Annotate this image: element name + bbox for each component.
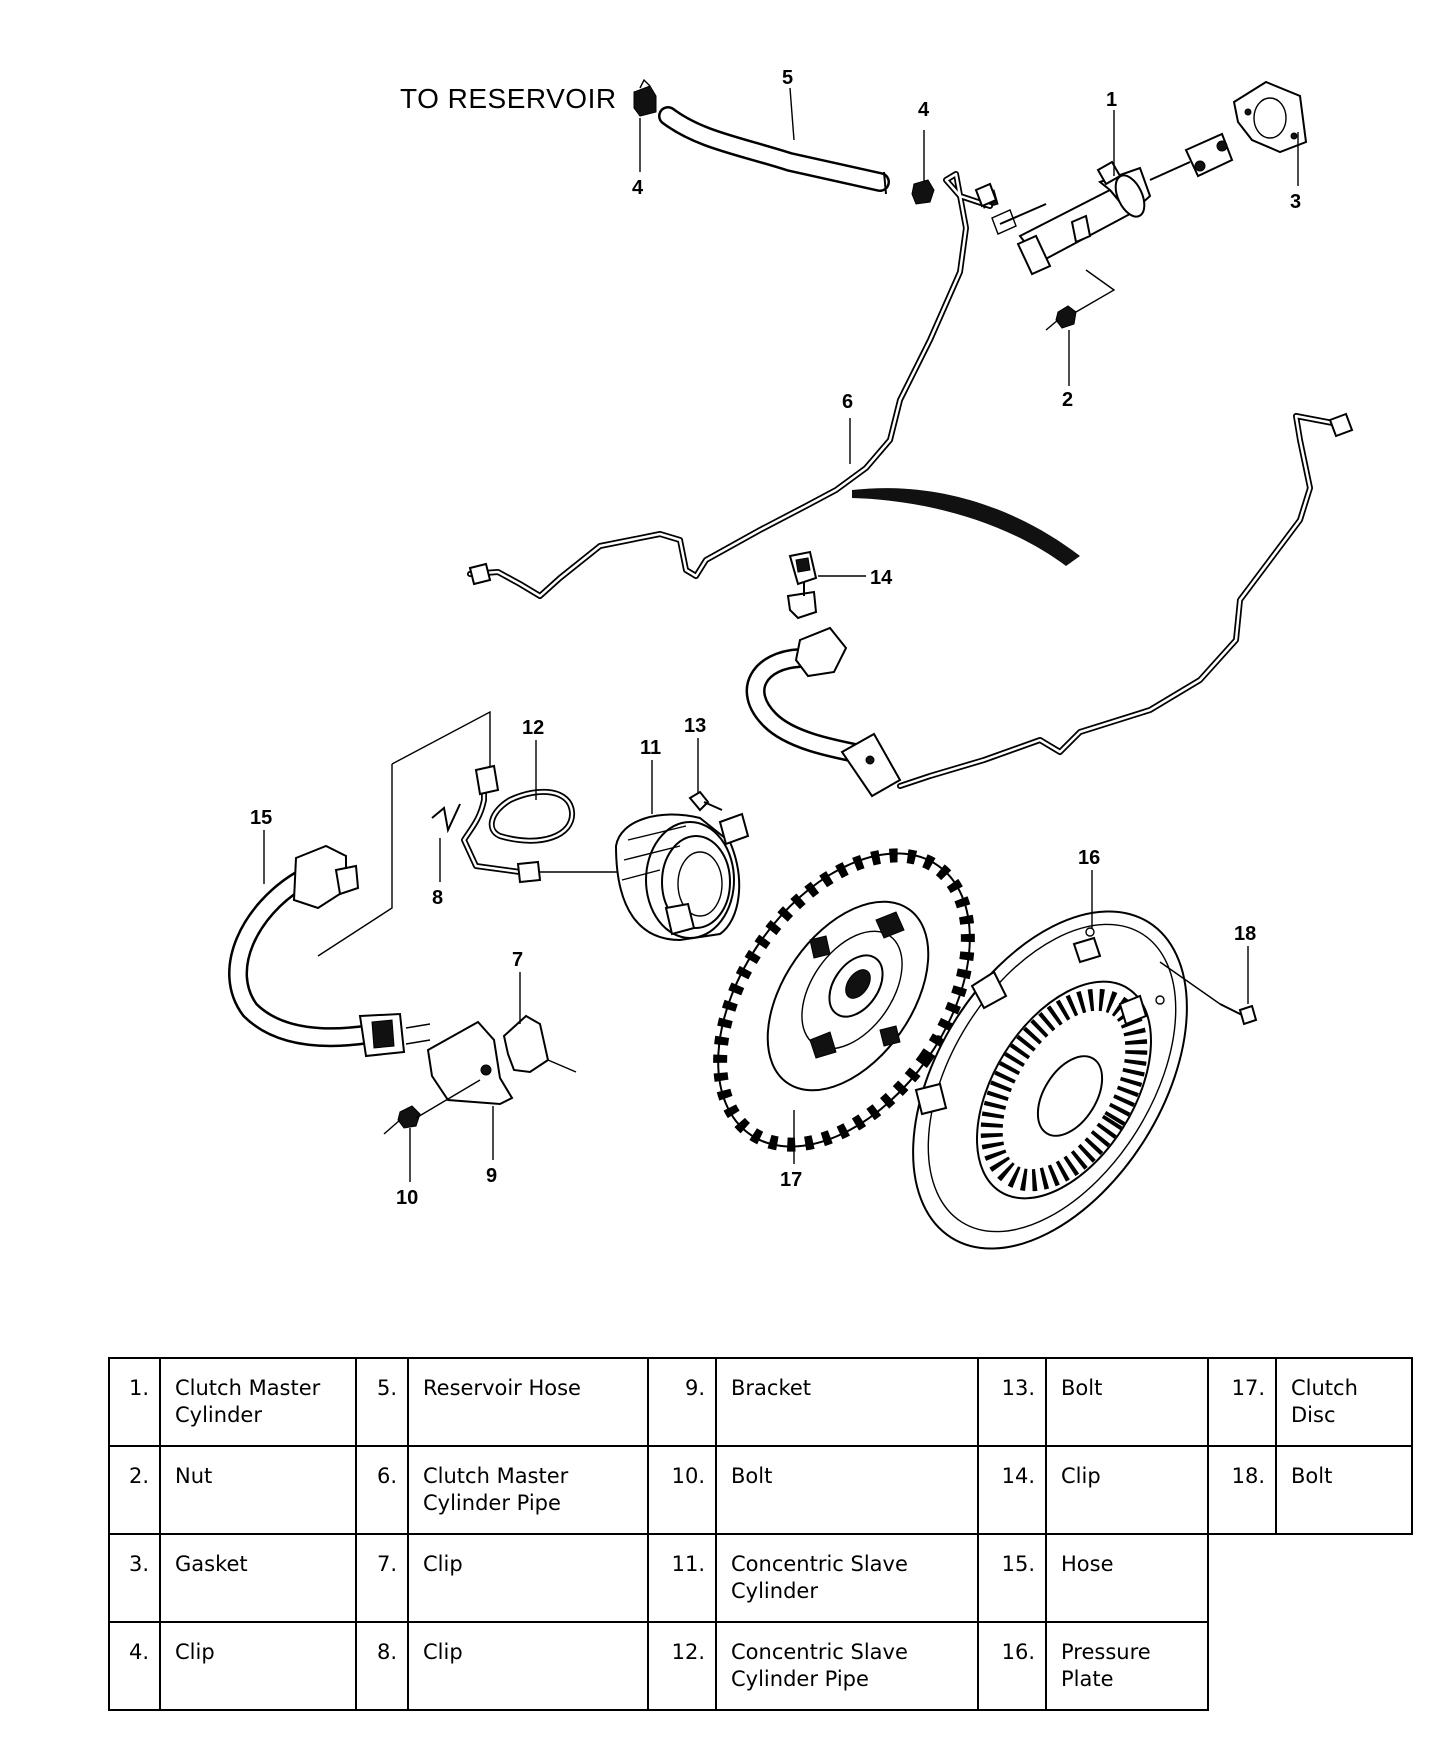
legend-number: 7. [355, 1533, 409, 1623]
legend-number: 9. [647, 1357, 717, 1447]
reservoir-label: TO RESERVOIR [400, 83, 617, 114]
slave-hose-upper [745, 626, 902, 798]
gasket [1232, 80, 1308, 154]
exploded-clutch-diagram: TO RESERVOIR [228, 67, 1354, 1250]
callout-4-lower: 4 [632, 177, 644, 199]
legend-part-name: Nut [159, 1445, 357, 1535]
legend-empty [1208, 1622, 1412, 1710]
callout-6: 6 [842, 391, 853, 413]
legend-part-name: Bolt [715, 1445, 979, 1535]
clutch-disc [713, 848, 975, 1152]
legend-part-name: Clip [159, 1621, 357, 1711]
callout-14: 14 [870, 567, 893, 589]
concentric-slave-cylinder-pipe [461, 764, 620, 884]
callout-5: 5 [782, 67, 793, 89]
legend-part-name: Reservoir Hose [407, 1357, 649, 1447]
legend-row: 2. Nut 6. Clutch Master Cylinder Pipe 10… [108, 1445, 1413, 1535]
legend-part-name: Clip [407, 1621, 649, 1711]
callout-10: 10 [396, 1187, 418, 1209]
callout-1: 1 [1106, 89, 1117, 111]
callout-12: 12 [522, 717, 544, 739]
hose [228, 844, 431, 1058]
legend-number: 6. [355, 1445, 409, 1535]
legend-part-name: Clutch Disc [1275, 1357, 1413, 1447]
callout-4-upper: 4 [918, 99, 930, 121]
callout-8: 8 [432, 887, 443, 909]
legend-part-name: Clutch Master Cylinder Pipe [407, 1445, 649, 1535]
pipe-clip [786, 550, 818, 620]
legend-number: 18. [1207, 1445, 1277, 1535]
legend-number: 10. [647, 1445, 717, 1535]
legend-part-name: Concentric Slave Cylinder Pipe [715, 1621, 979, 1711]
clutch-master-cylinder-pipe [467, 171, 998, 599]
pressure-plate [912, 910, 1188, 1250]
legend-empty [1208, 1534, 1412, 1622]
legend-number: 13. [977, 1357, 1047, 1447]
wire-clip [431, 803, 461, 834]
legend-number: 4. [108, 1621, 161, 1711]
callout-11: 11 [640, 737, 661, 759]
clip-and-bracket [426, 1014, 577, 1106]
concentric-slave-cylinder [614, 812, 750, 942]
hose-clip-upper [911, 179, 935, 205]
legend-number: 3. [108, 1533, 161, 1623]
legend-number: 8. [355, 1621, 409, 1711]
legend-part-name: Clip [1045, 1445, 1209, 1535]
legend-part-name: Bolt [1275, 1445, 1413, 1535]
legend-row: 4. Clip 8. Clip 12. Concentric Slave Cyl… [108, 1621, 1412, 1711]
legend-number: 12. [647, 1621, 717, 1711]
slave-cylinder-feed-pipe [897, 412, 1354, 789]
legend-row: 1. Clutch Master Cylinder 5. Reservoir H… [108, 1357, 1413, 1447]
callout-7: 7 [512, 949, 523, 971]
slave-cylinder-bolt [688, 790, 723, 812]
pressure-plate-bolt [1159, 961, 1258, 1026]
callout-numbers: 1 2 3 4 4 5 6 7 8 9 10 11 12 13 14 15 16… [250, 67, 1301, 1209]
callout-17: 17 [780, 1169, 802, 1191]
legend-part-name: Clutch Master Cylinder [159, 1357, 357, 1447]
legend-row: 3. Gasket 7. Clip 11. Concentric Slave C… [108, 1533, 1412, 1623]
bellhousing-arc [852, 488, 1080, 566]
legend-number: 5. [355, 1357, 409, 1447]
legend-number: 2. [108, 1445, 161, 1535]
legend-number: 1. [108, 1357, 161, 1447]
callout-2: 2 [1062, 389, 1073, 411]
legend-number: 16. [977, 1621, 1047, 1711]
callout-13: 13 [684, 715, 706, 737]
legend-number: 15. [977, 1533, 1047, 1623]
legend-part-name: Hose [1045, 1533, 1209, 1623]
callout-3: 3 [1290, 191, 1301, 213]
callout-leaders [263, 87, 1299, 1182]
legend-number: 11. [647, 1533, 717, 1623]
legend-part-name: Concentric Slave Cylinder [715, 1533, 979, 1623]
callout-9: 9 [486, 1165, 497, 1187]
callout-16: 16 [1078, 847, 1100, 869]
legend-part-name: Bracket [715, 1357, 979, 1447]
bracket-bolt [383, 1079, 481, 1135]
legend-part-name: Clip [407, 1533, 649, 1623]
slave-pipe-outline [317, 710, 491, 957]
legend-number: 17. [1207, 1357, 1277, 1447]
legend-part-name: Pressure Plate [1045, 1621, 1209, 1711]
parts-legend-table: 1. Clutch Master Cylinder 5. Reservoir H… [108, 1357, 1413, 1711]
legend-part-name: Bolt [1045, 1357, 1209, 1447]
reservoir-fitting [633, 78, 657, 117]
legend-number: 14. [977, 1445, 1047, 1535]
master-cylinder-nut [1045, 269, 1116, 331]
clutch-master-cylinder [979, 132, 1234, 276]
callout-18: 18 [1234, 923, 1256, 945]
reservoir-hose [658, 106, 890, 195]
legend-part-name: Gasket [159, 1533, 357, 1623]
callout-15: 15 [250, 807, 272, 829]
